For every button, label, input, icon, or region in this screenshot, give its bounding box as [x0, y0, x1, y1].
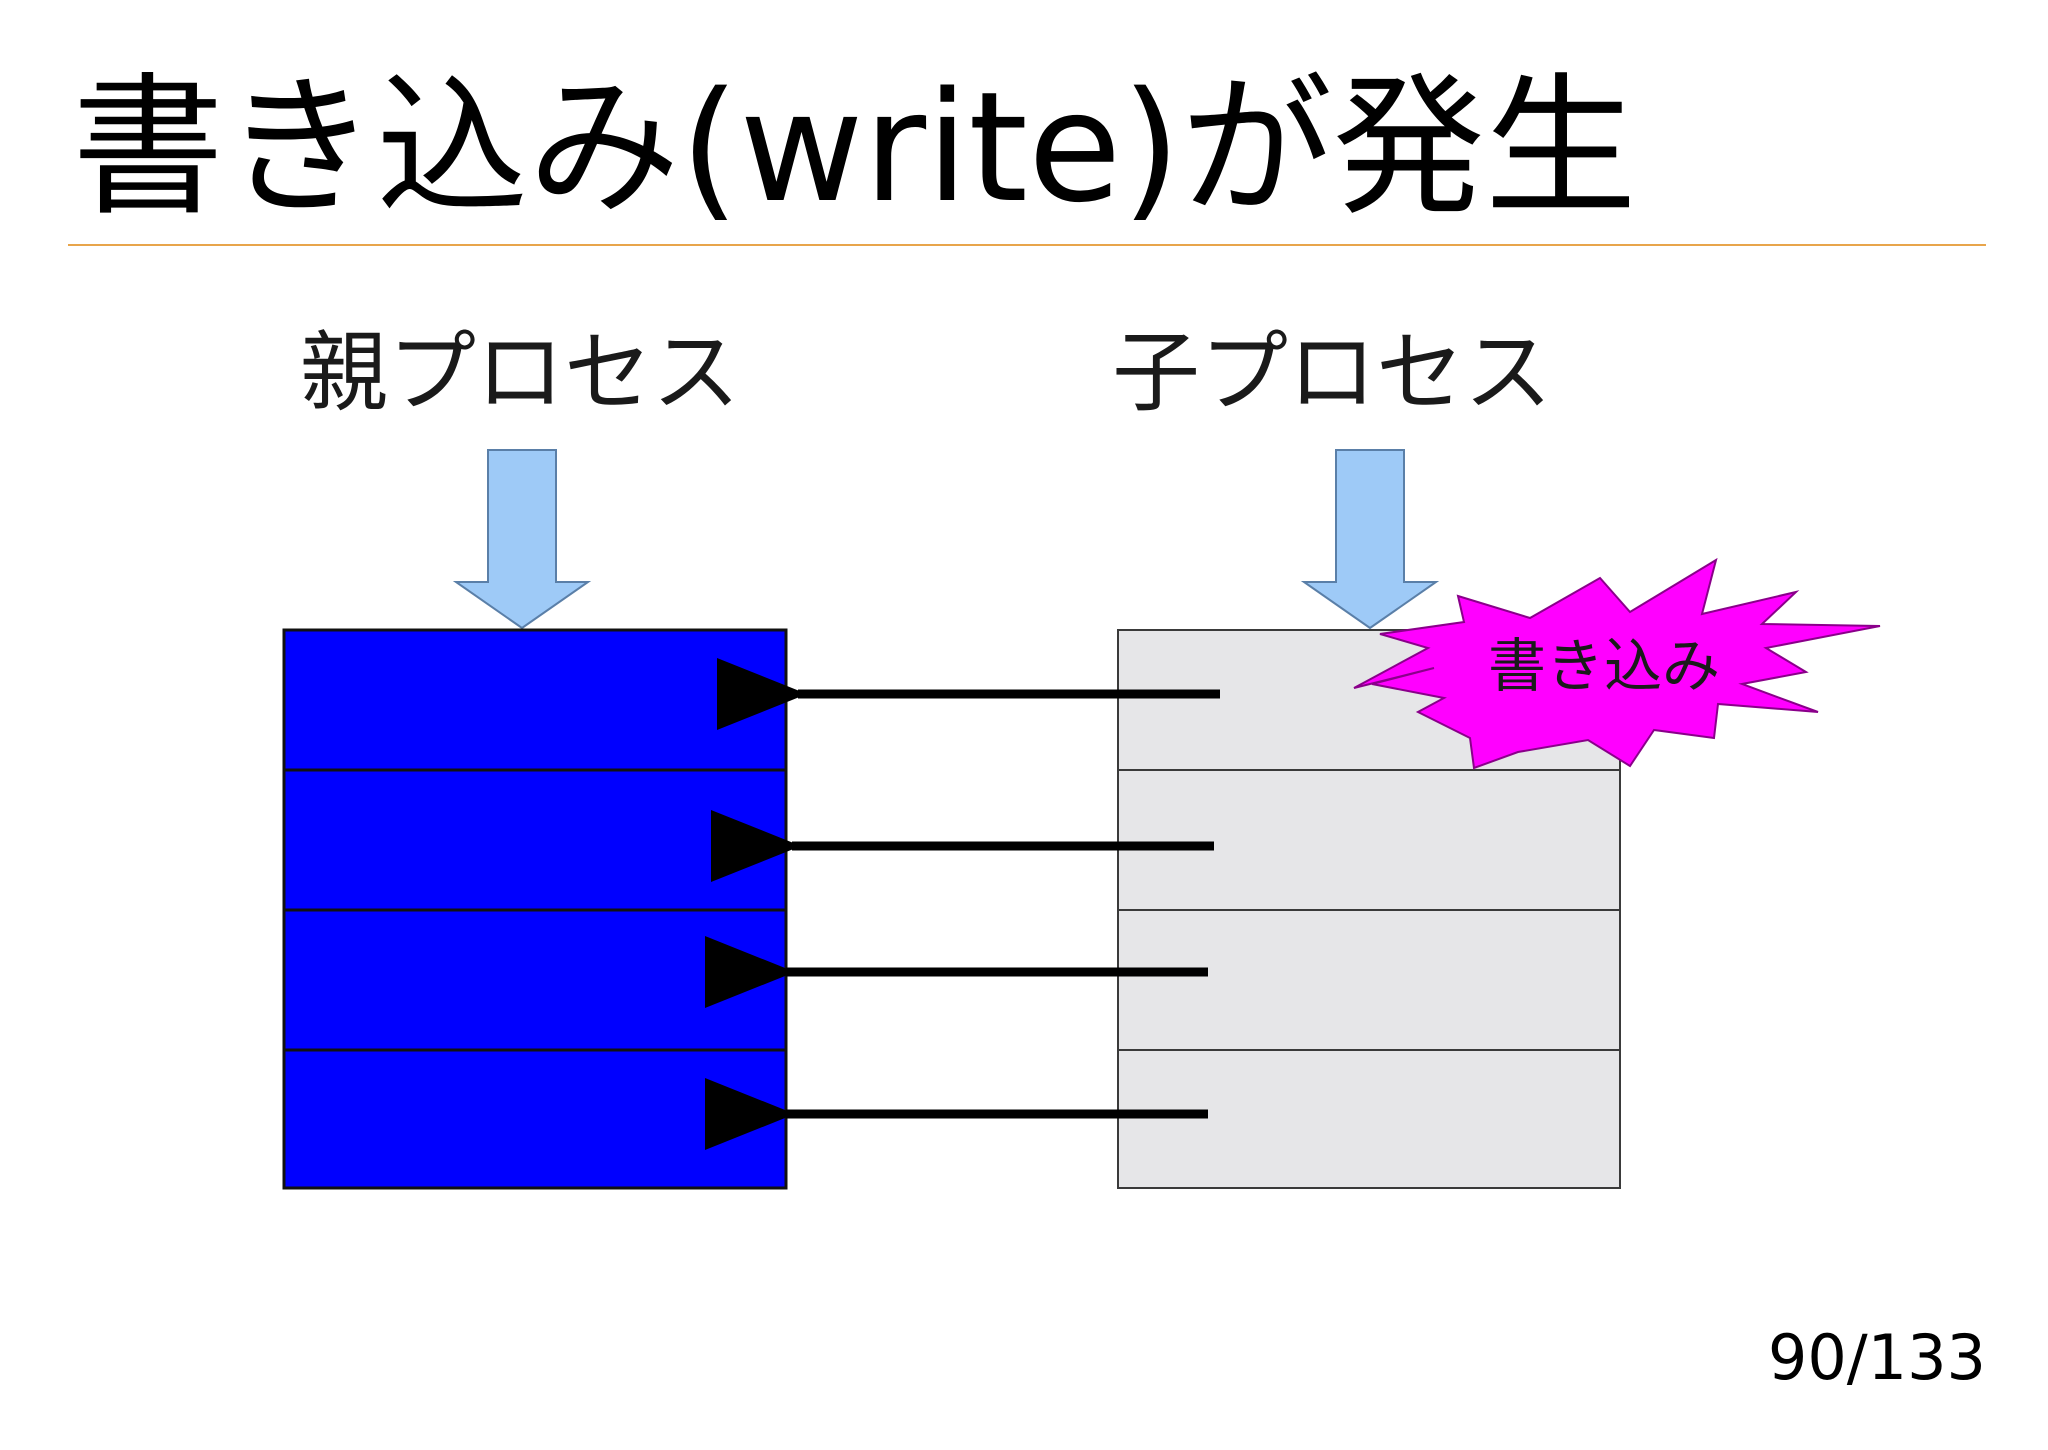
write-burst: 書き込み — [1353, 557, 1881, 770]
parent-page — [282, 628, 788, 772]
child-pointer-arrow-icon — [1300, 449, 1440, 630]
slide-title: 書き込み(write)が発生 — [72, 59, 1637, 236]
parent-process-label: 親プロセス — [300, 321, 741, 424]
child-page — [1117, 769, 1621, 911]
child-memory-pages — [1117, 629, 1621, 1189]
child-page — [1117, 909, 1621, 1051]
parent-memory-pages — [282, 628, 788, 1190]
starburst-icon — [1353, 557, 1881, 770]
page-reference-arrows — [705, 658, 1220, 1150]
write-burst-label: 書き込み — [1488, 632, 1720, 700]
parent-page — [282, 1048, 788, 1190]
child-process-label: 子プロセス — [1112, 321, 1553, 424]
parent-pointer-arrow-icon — [452, 449, 592, 630]
page-number: 90/133 — [1767, 1321, 1986, 1394]
child-page — [1117, 1049, 1621, 1189]
title-divider — [68, 244, 1986, 246]
parent-page — [282, 768, 788, 912]
parent-page — [282, 908, 788, 1052]
